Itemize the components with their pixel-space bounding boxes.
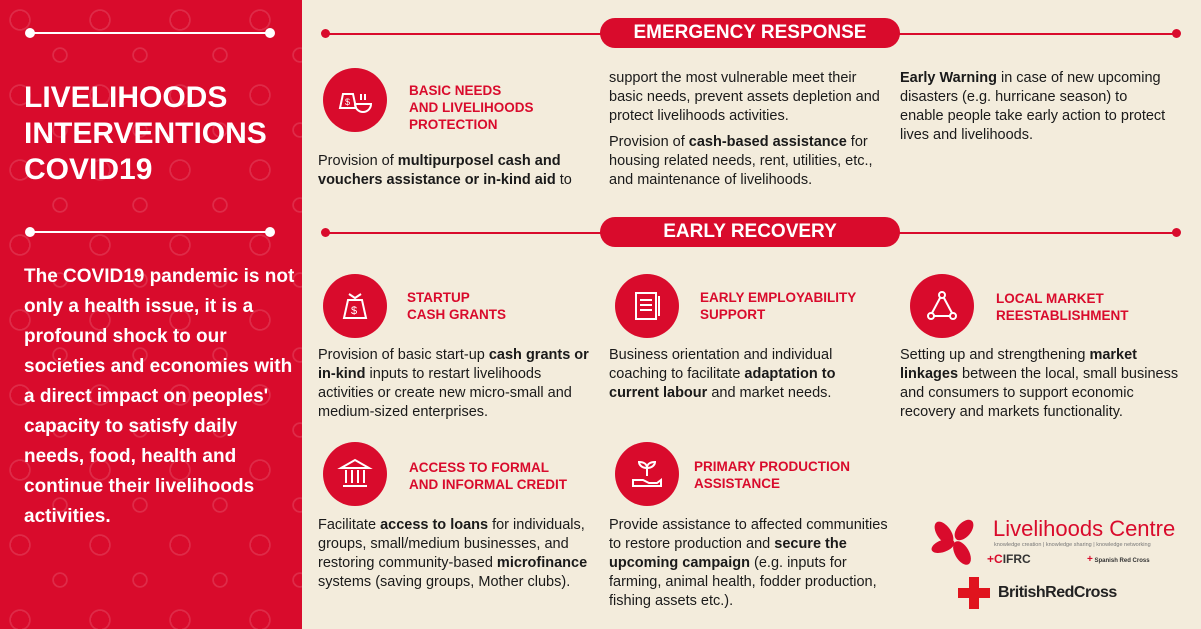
paragraph: Setting up and strengthening market link… bbox=[900, 346, 1180, 422]
bold-text: cash grants or in-kind bbox=[318, 347, 589, 382]
page-title: LIVELIHOODS INTERVENTIONS COVID19 bbox=[24, 81, 267, 186]
text: for individuals, groups, small/medium bu… bbox=[318, 517, 585, 571]
bold-text: Early Warning bbox=[900, 70, 997, 86]
text: in case of new upcoming disasters (e.g. … bbox=[900, 70, 1166, 143]
divider bbox=[25, 28, 275, 38]
paragraph: Provision of cash-based assistance for h… bbox=[609, 133, 889, 190]
left-panel: LIVELIHOODS INTERVENTIONS COVID19 The CO… bbox=[0, 0, 302, 629]
livelihoods-centre-name: Livelihoods Centre bbox=[993, 516, 1176, 541]
bold-text: market linkages bbox=[900, 347, 1138, 382]
bold-text: adaptation to current labour bbox=[609, 366, 836, 401]
text: Provide assistance to affected communiti… bbox=[609, 517, 888, 552]
text: Provision of bbox=[609, 134, 689, 150]
intro-paragraph: The COVID19 pandemic is not only a healt… bbox=[24, 266, 295, 527]
text: to bbox=[555, 172, 572, 188]
spanish-red-cross-logo: + Spanish Red Cross bbox=[1087, 554, 1150, 565]
text: for housing related needs, rent, utiliti… bbox=[609, 134, 873, 188]
network-triangle-icon bbox=[910, 274, 974, 338]
livelihoods-flower-logo bbox=[929, 514, 983, 568]
text: Business orientation and individual coac… bbox=[609, 347, 833, 382]
section-header-emergency: EMERGENCY RESPONSE bbox=[600, 18, 900, 48]
bold-text: microfinance bbox=[496, 555, 588, 571]
paragraph: Provision of multipurposel cash and vouc… bbox=[318, 152, 590, 190]
text: Facilitate bbox=[318, 517, 381, 533]
text: Setting up and strengthening bbox=[900, 347, 1090, 363]
section-header-recovery: EARLY RECOVERY bbox=[600, 217, 900, 247]
divider bbox=[25, 227, 275, 237]
british-red-cross-emblem bbox=[958, 577, 990, 609]
british-red-cross-name: BritishRedCross bbox=[998, 584, 1117, 601]
paragraph: Facilitate access to loans for individua… bbox=[318, 516, 598, 592]
paragraph: support the most vulnerable meet their b… bbox=[609, 69, 889, 126]
paragraph: Business orientation and individual coac… bbox=[609, 346, 889, 403]
svg-text:$: $ bbox=[345, 97, 350, 107]
text: systems (saving groups, Mother clubs). bbox=[318, 574, 571, 590]
bold-text: secure the upcoming campaign bbox=[609, 536, 847, 571]
text: Provision of bbox=[318, 153, 398, 169]
clipboard-icon bbox=[615, 274, 679, 338]
plant-hand-icon bbox=[615, 442, 679, 506]
bold-text: cash-based assistance bbox=[688, 134, 847, 150]
text: between the local, small business and co… bbox=[900, 366, 1179, 420]
icon-pattern-background bbox=[0, 0, 302, 629]
ifrc-logo: +CIFRC bbox=[987, 552, 1031, 566]
bank-icon bbox=[323, 442, 387, 506]
logo-tagline: knowledge creation | knowledge sharing |… bbox=[994, 542, 1151, 548]
text: support the most vulnerable meet their b… bbox=[609, 70, 880, 124]
text: and market needs. bbox=[707, 385, 832, 401]
svg-text:$: $ bbox=[351, 305, 357, 317]
bold-text: access to loans bbox=[380, 517, 489, 533]
paragraph: Early Warning in case of new upcoming di… bbox=[900, 69, 1170, 145]
money-bag-bowl-icon: $ bbox=[323, 68, 387, 132]
bold-text: multipurposel cash and vouchers assistan… bbox=[318, 153, 561, 188]
text: (e.g. inputs for farming, animal health,… bbox=[609, 555, 877, 609]
money-bag-icon: $ bbox=[323, 274, 387, 338]
text: inputs to restart livelihoods activities… bbox=[318, 366, 572, 420]
text: Provision of basic start-up bbox=[318, 347, 489, 363]
paragraph: Provision of basic start-up cash grants … bbox=[318, 346, 598, 422]
paragraph: Provide assistance to affected communiti… bbox=[609, 516, 889, 611]
